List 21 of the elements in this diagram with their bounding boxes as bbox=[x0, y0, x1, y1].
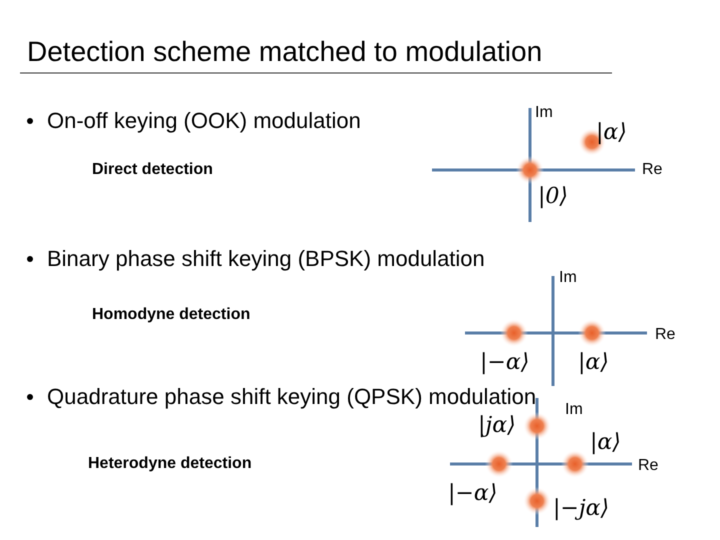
state-label: |α⟩ bbox=[596, 120, 627, 146]
state-label: |α⟩ bbox=[590, 430, 621, 456]
axis-label: Im bbox=[565, 401, 583, 420]
slide-title: Detection scheme matched to modulation bbox=[27, 36, 542, 68]
method-label: Direct detection bbox=[92, 161, 213, 180]
state-label: |−α⟩ bbox=[480, 350, 530, 376]
axis-label: Im bbox=[559, 269, 577, 288]
axis-label: Im bbox=[535, 104, 553, 122]
method-label: Heterodyne detection bbox=[88, 455, 252, 474]
state-label: |−α⟩ bbox=[448, 481, 498, 506]
bullet-text: Binary phase shift keying (BPSK) modulation bbox=[47, 246, 485, 272]
state-label: |jα⟩ bbox=[478, 413, 516, 438]
bullet-text: On-off keying (OOK) modulation bbox=[47, 108, 361, 134]
axis-label: Re bbox=[642, 161, 662, 180]
axis-label: Re bbox=[655, 326, 676, 344]
bullet-text: Quadrature phase shift keying (QPSK) modulation bbox=[47, 384, 536, 410]
state-label: |−jα⟩ bbox=[553, 496, 610, 522]
state-label: |α⟩ bbox=[578, 350, 609, 376]
axis-label: Re bbox=[638, 457, 658, 476]
state-label: |0⟩ bbox=[538, 184, 568, 210]
method-label: Homodyne detection bbox=[92, 306, 250, 324]
